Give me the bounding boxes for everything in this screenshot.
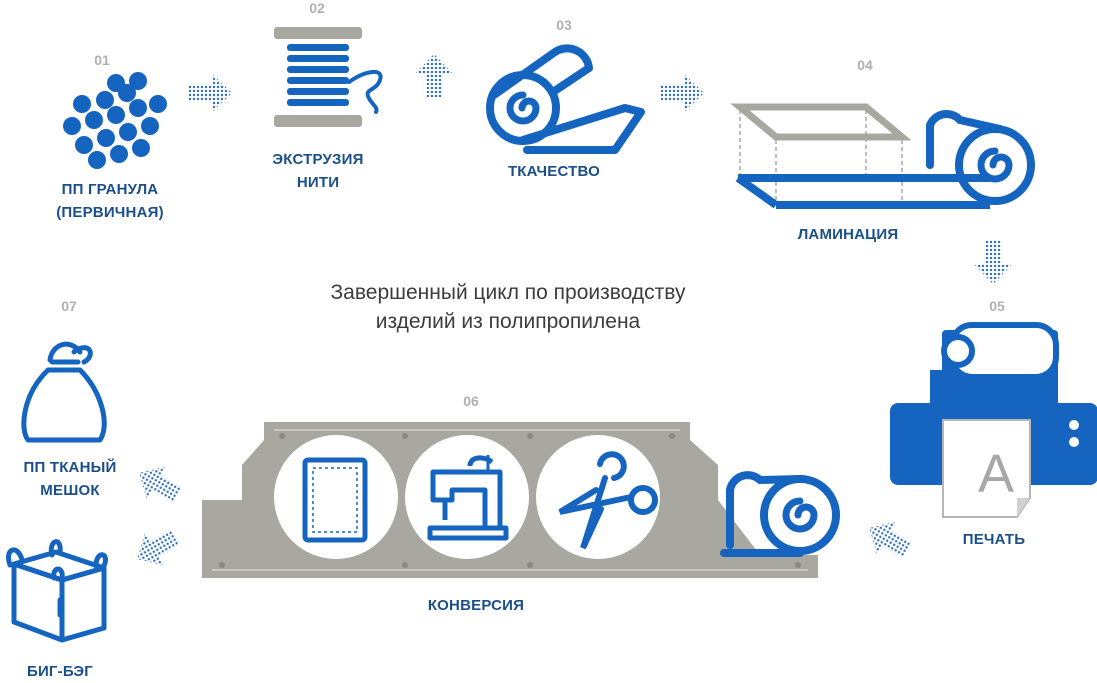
- printer-icon: A: [890, 322, 1097, 518]
- step-label-printing: ПЕЧАТЬ: [962, 531, 1026, 548]
- arrow-left-icon: [859, 511, 917, 567]
- step-label-conversion: КОНВЕРСИЯ: [427, 597, 525, 614]
- label-line: ПП ГРАНУЛА: [61, 181, 159, 198]
- scissors-icon: [558, 451, 658, 550]
- step-number: 07: [61, 298, 77, 314]
- sewing-machine-icon: [427, 455, 509, 541]
- arrow-right-icon: [660, 74, 704, 112]
- step-number: 03: [556, 17, 572, 33]
- step-label-big-bag: БИГ-БЭГ: [26, 663, 94, 680]
- label-line: МЕШОК: [40, 482, 100, 499]
- label-line: ЭКСТРУЗИЯ: [272, 151, 364, 168]
- label-line: (ПЕРВИЧНАЯ): [56, 204, 164, 221]
- step-label-extrusion: ЭКСТРУЗИЯ НИТИ: [238, 148, 398, 194]
- label-line: ПП ТКАНЫЙ: [23, 459, 117, 476]
- step-label-weaving: ТКАЧЕСТВО: [507, 163, 601, 180]
- step-label-granules: ПП ГРАНУЛА (ПЕРВИЧНАЯ): [30, 178, 190, 224]
- print-letter: A: [978, 444, 1014, 504]
- lamination-icon: [730, 103, 1035, 209]
- spool-icon: [274, 27, 383, 127]
- title-line: Завершенный цикл по производству: [330, 281, 686, 304]
- title-line: изделий из полипропилена: [375, 310, 641, 333]
- diagram-title: Завершенный цикл по производству изделий…: [258, 278, 758, 336]
- fabric-roll-icon: [486, 44, 645, 154]
- arrow-up-icon: [415, 54, 453, 98]
- arrow-left-icon: [127, 520, 185, 576]
- arrow-down-icon: [974, 240, 1012, 284]
- step-number: 02: [309, 0, 325, 16]
- step-number: 05: [989, 298, 1005, 314]
- step-number: 04: [857, 57, 873, 73]
- step-label-lamination: ЛАМИНАЦИЯ: [797, 226, 899, 243]
- sack-icon: [21, 341, 107, 443]
- conversion-machine-icon: [202, 422, 840, 578]
- bag-blank-icon: [302, 457, 368, 543]
- step-label-sack: ПП ТКАНЫЙ МЕШОК: [0, 456, 140, 502]
- step-number: 01: [94, 52, 110, 68]
- big-bag-icon: [6, 539, 108, 643]
- granules-icon: [63, 72, 167, 169]
- arrow-right-icon: [188, 74, 232, 112]
- step-number: 06: [463, 393, 479, 409]
- label-line: НИТИ: [296, 174, 340, 191]
